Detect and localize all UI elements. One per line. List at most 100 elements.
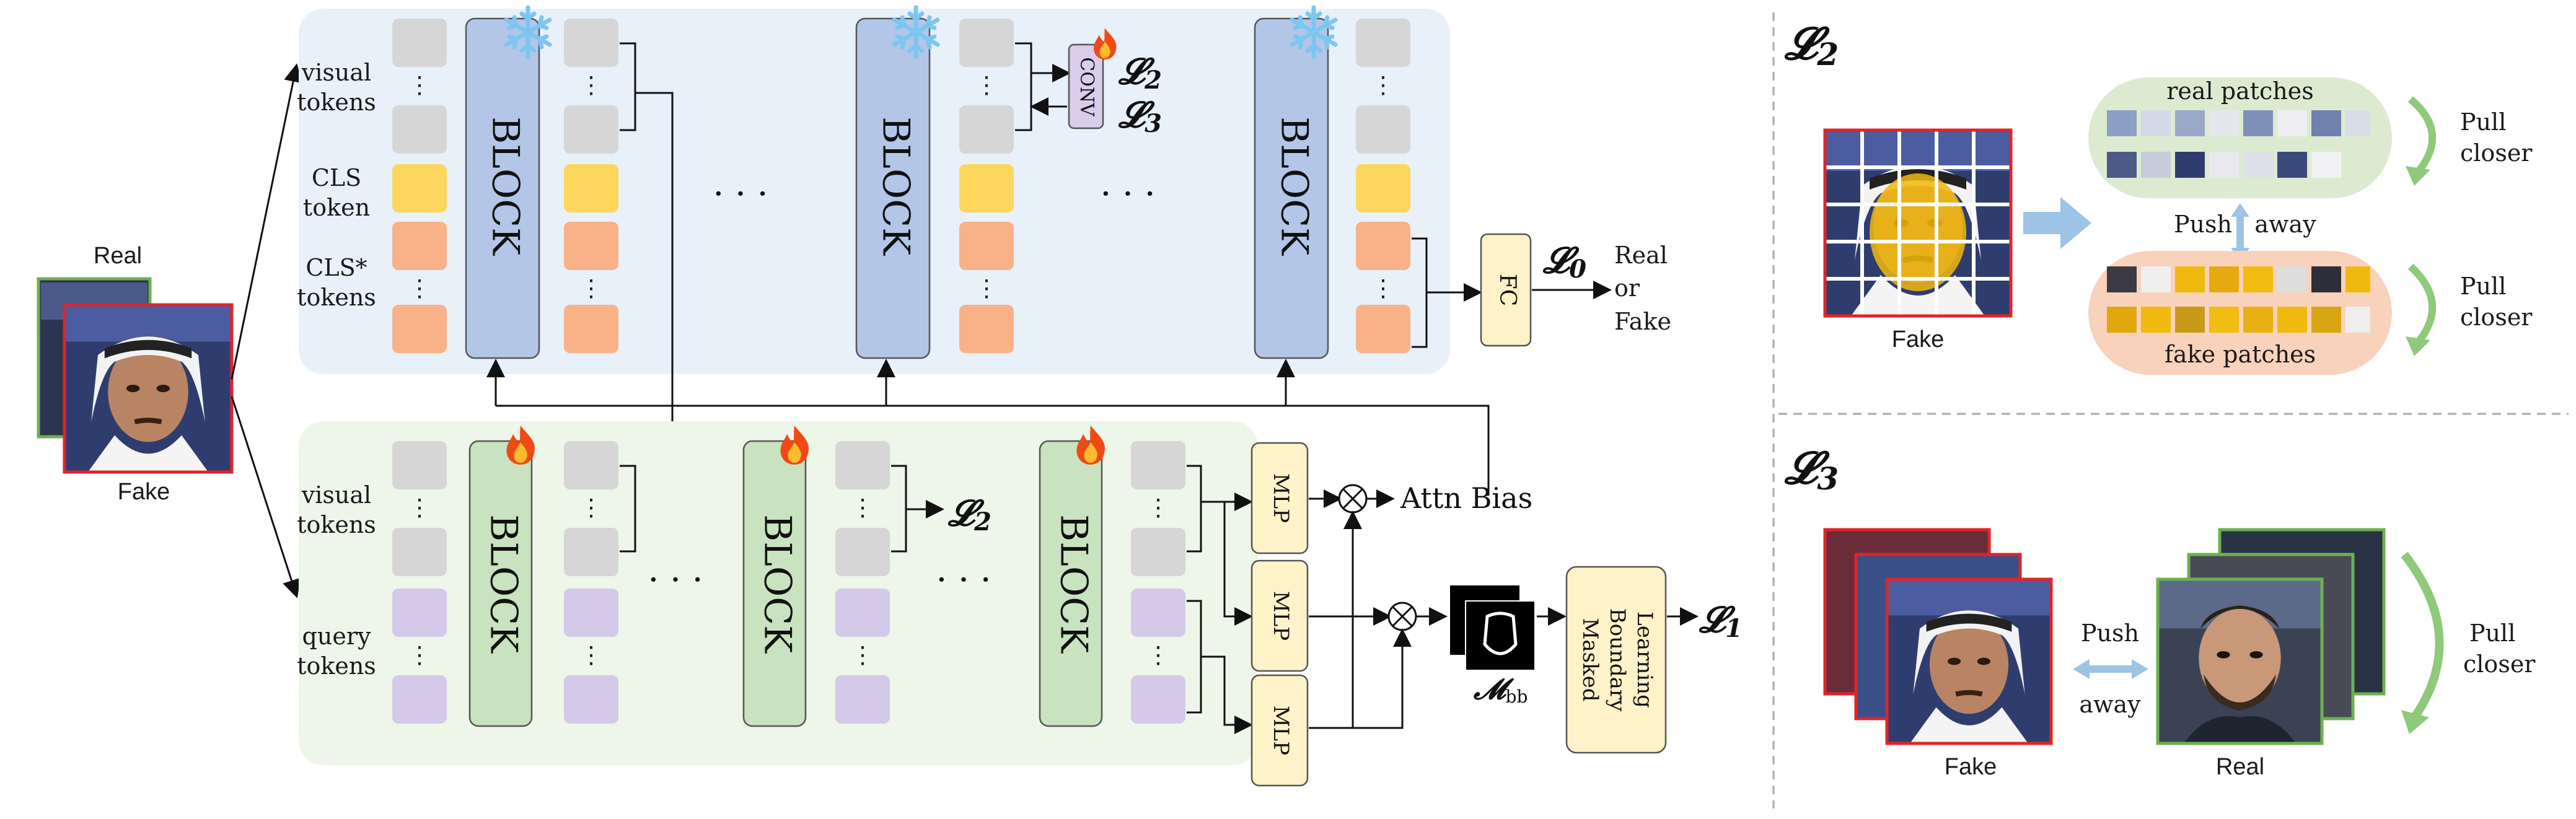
svg-text:FC: FC [1495,274,1520,307]
l2-pull-label-2: Pull [2460,273,2506,300]
svg-text:⋮: ⋮ [408,71,431,99]
panel-l2-fake-label: Fake [1892,326,1944,353]
attn-bias-label: Attn Bias [1400,481,1532,515]
svg-text:⋮: ⋮ [851,641,874,668]
svg-text:BLOCK: BLOCK [1052,514,1095,654]
query-tokens-label-1: query [302,623,371,650]
conv-block: CONV [1068,43,1104,129]
cls-token-label-2: token [303,194,370,221]
trainable-ellipsis-1: · · · [648,560,703,600]
pull-arrow-icon [2408,96,2437,176]
svg-text:⋮: ⋮ [975,274,998,302]
trainable-token-column-4: ⋮ ⋮ [1131,441,1185,724]
l2-closer-label-1: closer [2460,139,2533,167]
mlp-1: MLP [1251,442,1309,554]
svg-text:MLP: MLP [1268,591,1293,641]
l3-closer-label: closer [2463,650,2536,678]
mask-icon [1450,585,1536,671]
svg-text:⋮: ⋮ [975,71,998,99]
frozen-token-column-3: ⋮ ⋮ [959,19,1014,353]
trainable-token-column-1: ⋮ ⋮ [392,441,447,724]
frozen-ellipsis-1: · · · [713,174,768,214]
cls-star-tokens-label-1: CLS* [306,254,367,281]
multiply-icon [1338,484,1368,514]
svg-text:BLOCK: BLOCK [483,116,527,256]
output-real: Real [1614,242,1668,269]
pull-arrow-icon [2407,263,2437,346]
svg-text:⋮: ⋮ [408,641,431,668]
trainable-ellipsis-2: · · · [936,560,991,600]
patchified-fake-image [1823,128,2013,318]
trainable-block-1: BLOCK [468,440,533,727]
real-image-stack [2156,528,2386,745]
push-away-arrow-icon [2073,659,2148,679]
l3-fake-label: Fake [1945,754,1997,780]
trainable-block-3: BLOCK [1039,440,1103,727]
svg-text:MLP: MLP [1268,706,1293,755]
visual-tokens-label-1: visual [301,59,371,86]
visual-tokens-label-2: tokens [297,89,376,116]
mlp-2: MLP [1251,559,1309,672]
svg-text:BLOCK: BLOCK [755,514,799,654]
input-fake-image [63,303,234,474]
arrow-to-frozen [231,63,302,380]
frozen-block-1: BLOCK [465,17,540,359]
real-input-label: Real [94,243,142,269]
panel-l2-title: 𝓛2 [1784,17,1839,72]
pull-arrow-icon [2401,551,2444,721]
masked-boundary-learning: Masked Boundary Learning [1565,566,1667,754]
frozen-token-column-2: ⋮ ⋮ [564,19,618,353]
svg-text:Learning: Learning [1632,611,1657,708]
fake-patch-tiles [2107,266,2370,333]
multiply-icon [1387,602,1417,631]
l2-push-label: Push [2174,211,2232,238]
svg-text:Boundary: Boundary [1605,608,1630,712]
frozen-block-3: BLOCK [1254,17,1329,359]
svg-text:⋮: ⋮ [579,494,603,521]
svg-text:MLP: MLP [1268,473,1293,523]
svg-text:CONV: CONV [1076,57,1097,117]
mask-label: 𝓜bb [1473,672,1528,707]
l2-pull-label-1: Pull [2460,108,2506,136]
svg-text:⋮: ⋮ [1146,641,1170,668]
visual-tokens-label-3: visual [301,481,371,509]
output-or: or [1614,274,1640,302]
svg-text:⋮: ⋮ [579,71,603,99]
fake-input-label: Fake [118,479,170,505]
query-tokens-label-2: tokens [297,652,376,680]
l3-pull-label: Pull [2469,620,2515,647]
svg-text:BLOCK: BLOCK [481,514,525,654]
panel-l3-title: 𝓛3 [1784,441,1839,497]
l3-real-label: Real [2216,754,2264,780]
svg-text:⋮: ⋮ [1371,274,1395,302]
trainable-token-column-2: ⋮ ⋮ [564,441,618,724]
svg-text:⋮: ⋮ [851,494,874,521]
fake-patches-label: fake patches [2165,341,2316,368]
trainable-token-column-3: ⋮ ⋮ [835,441,890,724]
frozen-ellipsis-2: · · · [1100,174,1155,214]
cls-token-label-1: CLS [312,164,361,191]
fake-image-stack [1823,528,2053,745]
l3-push-label: Push [2081,620,2139,647]
frozen-token-column-4: ⋮ ⋮ [1356,19,1410,353]
l2-closer-label-2: closer [2460,304,2533,331]
arrow-to-trainable [231,396,301,598]
svg-text:⋮: ⋮ [1146,494,1170,521]
output-fake: Fake [1614,308,1671,335]
svg-text:⋮: ⋮ [579,641,603,668]
svg-text:BLOCK: BLOCK [1272,116,1316,256]
svg-text:BLOCK: BLOCK [874,116,917,256]
real-patch-tiles [2107,110,2370,178]
l3-away-label: away [2079,691,2141,718]
cls-star-tokens-label-2: tokens [297,284,376,311]
visual-tokens-label-4: tokens [297,511,376,538]
loss-l1: 𝓛1 [1699,598,1743,643]
loss-l0: 𝓛0 [1542,239,1586,284]
l2-away-label: away [2254,211,2316,238]
svg-text:⋮: ⋮ [408,494,431,521]
svg-text:Masked: Masked [1578,618,1602,701]
frozen-token-column-1: ⋮ ⋮ [392,19,447,353]
fc-layer: FC [1480,233,1532,347]
real-patches-label: real patches [2166,77,2314,105]
trainable-block-2: BLOCK [742,440,807,727]
